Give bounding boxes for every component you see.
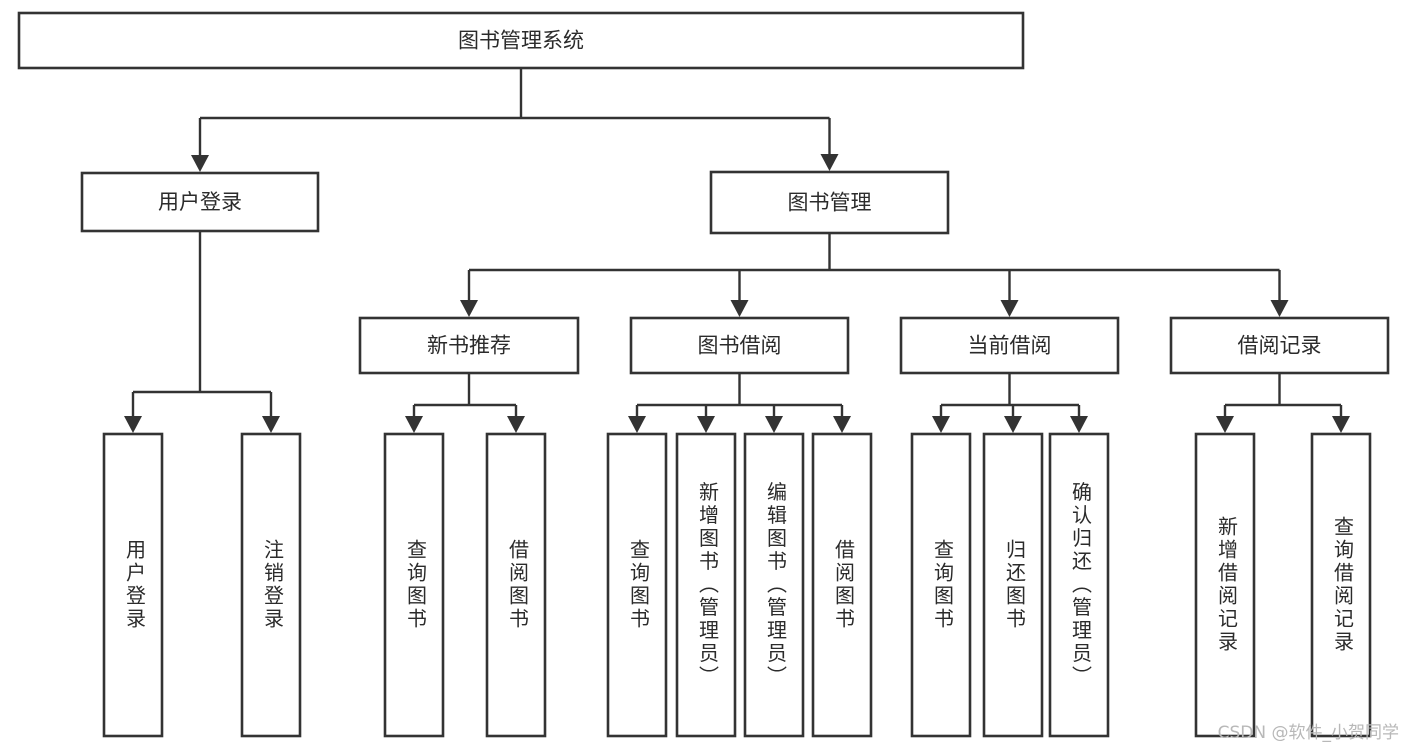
node-new-book-recommend[interactable]: 新书推荐 — [358, 316, 580, 375]
node-label: 用户登录 — [123, 539, 147, 631]
arrowhead — [1332, 416, 1350, 433]
node-box — [675, 432, 737, 738]
node-book-borrow[interactable]: 图书借阅 — [629, 316, 850, 375]
node-box — [629, 316, 850, 375]
node-label: 注销登录 — [261, 539, 285, 631]
node-user-login[interactable]: 用户登录 — [80, 171, 320, 233]
arrowhead — [460, 300, 478, 317]
node-leaf-add-book[interactable]: 新增图书（管理员） — [675, 432, 737, 738]
arrowhead — [932, 416, 950, 433]
node-book-manage[interactable]: 图书管理 — [709, 170, 950, 235]
arrowhead — [628, 416, 646, 433]
node-leaf-query-book-bor[interactable]: 查询图书 — [606, 432, 668, 738]
node-box — [1169, 316, 1390, 375]
node-leaf-confirm-return[interactable]: 确认归还（管理员） — [1048, 432, 1110, 738]
node-box — [811, 432, 873, 738]
node-leaf-edit-book[interactable]: 编辑图书（管理员） — [743, 432, 805, 738]
node-label: 归还图书 — [1003, 539, 1027, 631]
arrowhead — [1270, 300, 1289, 317]
node-box — [1194, 432, 1256, 738]
node-label: 图书管理系统 — [458, 29, 584, 53]
node-label: 图书借阅 — [698, 334, 782, 358]
node-leaf-query-book-cur[interactable]: 查询图书 — [910, 432, 972, 738]
node-borrow-record[interactable]: 借阅记录 — [1169, 316, 1390, 375]
arrowhead — [820, 154, 839, 171]
arrowhead — [1000, 300, 1019, 317]
node-box — [709, 170, 950, 235]
arrowhead — [262, 416, 280, 433]
node-label: 查询图书 — [404, 539, 428, 631]
node-box — [80, 171, 320, 233]
node-label: 确认归还（管理员） — [1069, 481, 1093, 688]
node-label: 新增借阅记录 — [1215, 516, 1239, 654]
arrowhead — [1070, 416, 1088, 433]
node-box — [485, 432, 547, 738]
node-label: 编辑图书（管理员） — [764, 481, 788, 688]
node-box — [743, 432, 805, 738]
node-leaf-query-book-rec[interactable]: 查询图书 — [383, 432, 445, 738]
arrowhead — [697, 416, 715, 433]
node-box — [1310, 432, 1372, 738]
node-label: 借阅图书 — [832, 539, 856, 631]
node-label: 借阅图书 — [506, 539, 530, 631]
node-label: 图书管理 — [788, 191, 872, 215]
node-leaf-query-record[interactable]: 查询借阅记录 — [1310, 432, 1372, 738]
node-label: 查询借阅记录 — [1331, 516, 1355, 654]
node-box — [899, 316, 1120, 375]
arrowhead — [405, 416, 423, 433]
node-label: 新书推荐 — [427, 334, 511, 358]
node-box — [358, 316, 580, 375]
node-leaf-user-login[interactable]: 用户登录 — [102, 432, 164, 738]
arrowhead — [833, 416, 851, 433]
node-box — [102, 432, 164, 738]
node-label: 新增图书（管理员） — [696, 481, 720, 688]
arrowhead — [1216, 416, 1234, 433]
connector-layer — [124, 68, 1350, 433]
node-box — [240, 432, 302, 738]
node-current-borrow[interactable]: 当前借阅 — [899, 316, 1120, 375]
arrowhead — [1004, 416, 1022, 433]
node-root[interactable]: 图书管理系统 — [17, 11, 1025, 70]
node-label: 用户登录 — [158, 190, 242, 214]
node-box — [910, 432, 972, 738]
arrowhead — [765, 416, 783, 433]
node-label: 查询图书 — [931, 539, 955, 631]
arrowhead — [124, 416, 142, 433]
node-leaf-borrow-book-rec[interactable]: 借阅图书 — [485, 432, 547, 738]
node-label: 当前借阅 — [968, 334, 1052, 358]
node-box — [982, 432, 1044, 738]
node-leaf-borrow-book-bor[interactable]: 借阅图书 — [811, 432, 873, 738]
node-leaf-return-book[interactable]: 归还图书 — [982, 432, 1044, 738]
node-box — [17, 11, 1025, 70]
node-label: 查询图书 — [627, 539, 651, 631]
node-leaf-logout[interactable]: 注销登录 — [240, 432, 302, 738]
node-box — [383, 432, 445, 738]
node-layer: 图书管理系统用户登录图书管理新书推荐图书借阅当前借阅借阅记录用户登录注销登录查询… — [17, 11, 1390, 738]
node-label: 借阅记录 — [1238, 334, 1322, 358]
node-leaf-add-record[interactable]: 新增借阅记录 — [1194, 432, 1256, 738]
node-box — [1048, 432, 1110, 738]
node-box — [606, 432, 668, 738]
arrowhead — [507, 416, 525, 433]
arrowhead — [730, 300, 749, 317]
arrowhead — [191, 155, 209, 172]
